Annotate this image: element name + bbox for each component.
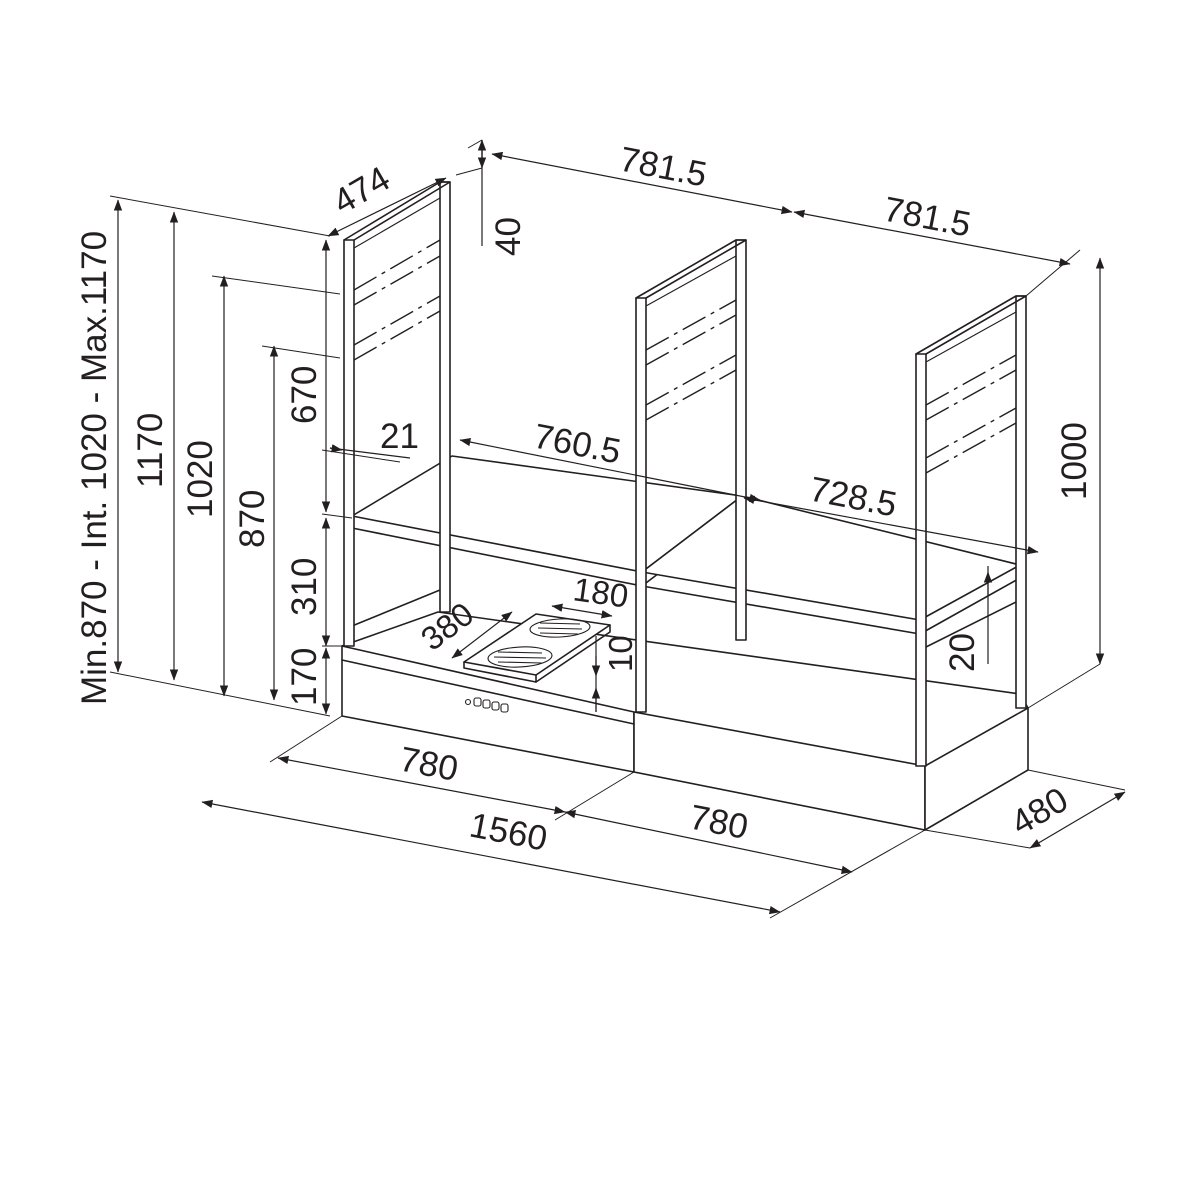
post-right-front [915,353,927,767]
dim-line-474 [327,177,447,237]
post-left-rear [439,181,451,613]
control-buttons [464,697,509,713]
dim-line-781-5-right [793,209,1071,267]
label-670: 670 [285,366,324,424]
label-1000: 1000 [1055,422,1094,500]
label-10: 10 [602,635,639,672]
label-40: 40 [489,217,528,256]
dimension-lines [113,139,1126,915]
label-20: 20 [943,633,982,672]
dim-line-480 [1029,791,1126,849]
label-781-5-right: 781.5 [880,190,973,245]
label-380: 380 [414,595,480,658]
post-right-rear [1015,295,1027,709]
hob-burner-rear [529,618,591,638]
label-1560: 1560 [466,806,550,859]
label-760-5: 760.5 [530,417,623,472]
label-1170: 1170 [131,413,170,488]
label-870: 870 [233,490,272,548]
label-1020: 1020 [181,440,220,518]
hood-front-right [633,711,926,831]
post-middle-rear [735,239,747,641]
label-480: 480 [1005,780,1075,843]
label-height-range: Min.870 - Int. 1020 - Max.1170 [75,231,114,705]
hob-burner-front [487,646,553,668]
dim-line-380 [451,611,513,659]
label-781-5-left: 781.5 [616,140,709,195]
hood-base [341,611,1029,831]
hob [463,613,611,683]
label-180: 180 [571,570,631,614]
post-middle-front [635,297,647,713]
post-left-front [343,239,355,647]
label-474: 474 [327,159,397,222]
dim-line-180 [551,603,613,619]
dim-line-760-5 [459,437,761,503]
label-310: 310 [285,558,324,616]
dim-line-1560 [201,799,781,915]
dim-line-781-5-left [491,151,793,215]
dim-line-728-5 [743,495,1039,555]
dim-line-21 [329,447,411,459]
label-170: 170 [285,648,324,706]
label-21: 21 [380,417,419,456]
